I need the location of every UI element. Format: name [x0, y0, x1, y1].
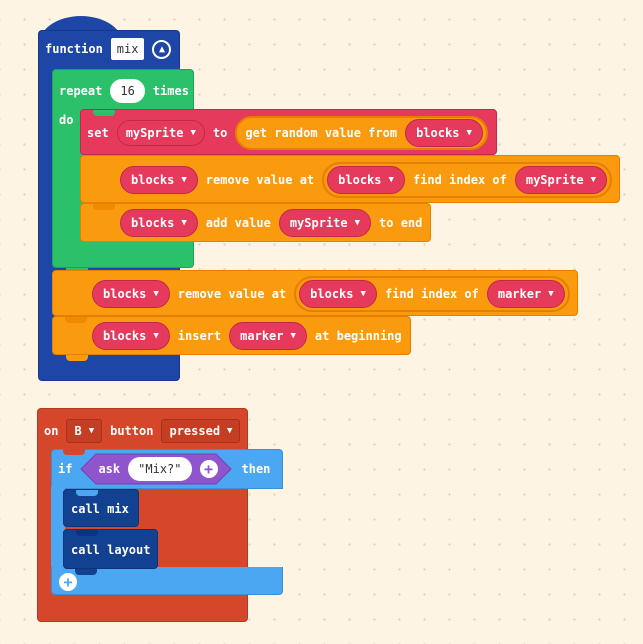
insert-bottom-notch [66, 355, 88, 361]
then-label: then [241, 462, 271, 476]
insert-block[interactable]: blocks▼ insert marker▼ at beginning [52, 316, 411, 355]
call-mix-label: call mix [71, 502, 129, 516]
add-value-block[interactable]: blocks▼ add value mySprite▼ to end [80, 203, 431, 242]
get-random-value-reporter[interactable]: get random value from blocks▼ [235, 116, 488, 150]
caret-down-icon: ▼ [181, 218, 187, 228]
function-name-field[interactable]: mix [110, 38, 145, 60]
caret-down-icon: ▼ [227, 426, 233, 436]
caret-down-icon: ▼ [290, 331, 296, 341]
insert-notch [65, 317, 87, 323]
ask-block[interactable]: ask "Mix?" + [80, 453, 233, 485]
set-notch [93, 110, 115, 116]
set-block[interactable]: set mySprite▼ to get random value from b… [80, 109, 497, 155]
caret-down-icon: ▼ [153, 331, 159, 341]
add-suffix: to end [379, 216, 423, 230]
remove-value-block-1[interactable]: blocks▼ remove value at blocks▼ find ind… [80, 155, 620, 203]
caret-down-icon: ▼ [548, 289, 554, 299]
repeat-count-field[interactable]: 16 [110, 79, 145, 103]
find2-label: find index of [384, 287, 479, 301]
if-notch [63, 449, 85, 455]
event-dropdown[interactable]: pressed▼ [161, 419, 241, 443]
call-mix-notch [76, 490, 98, 496]
call-layout-block[interactable]: call layout [63, 529, 158, 569]
insert-label: insert [177, 329, 222, 343]
set-to-label: to [212, 126, 228, 140]
caret-down-icon: ▼ [388, 175, 394, 185]
button-dropdown[interactable]: B▼ [66, 419, 103, 443]
on-label: on [44, 424, 59, 438]
find2-list-dropdown[interactable]: blocks▼ [299, 280, 377, 308]
caret-down-icon: ▼ [88, 426, 95, 436]
find-index-reporter-2[interactable]: blocks▼ find index of marker▼ [294, 276, 570, 312]
call-layout-notch [76, 530, 98, 536]
plus-icon[interactable]: + [199, 460, 218, 478]
insert-value-dropdown[interactable]: marker▼ [229, 322, 307, 350]
set-label: set [87, 126, 109, 140]
insert-suffix: at beginning [314, 329, 402, 343]
add-list-dropdown[interactable]: blocks▼ [120, 209, 198, 237]
remove1-label: remove value at [205, 173, 315, 187]
call-mix-block[interactable]: call mix [63, 489, 139, 527]
call-layout-bottom-notch [75, 569, 97, 575]
find1-list-dropdown[interactable]: blocks▼ [327, 166, 405, 194]
add-label: add value [205, 216, 271, 230]
function-keyword: function [45, 42, 103, 56]
insert-list-dropdown[interactable]: blocks▼ [92, 322, 170, 350]
remove2-list-dropdown[interactable]: blocks▼ [92, 280, 170, 308]
chevron-up-icon[interactable]: ▲ [152, 39, 172, 59]
add-notch [93, 204, 115, 210]
if-side [51, 487, 65, 569]
caret-down-icon: ▼ [153, 289, 159, 299]
caret-down-icon: ▼ [590, 175, 597, 185]
find-index-reporter-1[interactable]: blocks▼ find index of mySprite▼ [322, 162, 613, 198]
find1-value-dropdown[interactable]: mySprite▼ [514, 166, 608, 194]
caret-down-icon: ▼ [190, 128, 196, 138]
repeat-suffix: times [152, 84, 189, 98]
caret-down-icon: ▼ [354, 218, 361, 228]
call-layout-label: call layout [71, 543, 151, 557]
repeat-label: repeat [59, 84, 103, 98]
if-label: if [58, 462, 73, 476]
remove2-label: remove value at [177, 287, 287, 301]
find2-value-dropdown[interactable]: marker▼ [486, 280, 565, 308]
do-label: do [59, 113, 74, 127]
add-value-dropdown[interactable]: mySprite▼ [278, 209, 372, 237]
plus-icon[interactable]: + [59, 573, 77, 591]
button-label: button [110, 424, 154, 438]
caret-down-icon: ▼ [466, 128, 472, 138]
caret-down-icon: ▼ [181, 175, 187, 185]
remove-value-block-2[interactable]: blocks▼ remove value at blocks▼ find ind… [52, 270, 578, 316]
if-block[interactable]: if ask "Mix?" + then + [51, 449, 283, 595]
random-list-dropdown[interactable]: blocks▼ [405, 119, 483, 147]
find1-label: find index of [412, 173, 507, 187]
caret-down-icon: ▼ [360, 289, 366, 299]
set-variable-dropdown[interactable]: mySprite▼ [116, 120, 205, 146]
remove1-list-dropdown[interactable]: blocks▼ [120, 166, 198, 194]
ask-text-field[interactable]: "Mix?" [128, 457, 192, 481]
ask-label: ask [98, 462, 121, 476]
